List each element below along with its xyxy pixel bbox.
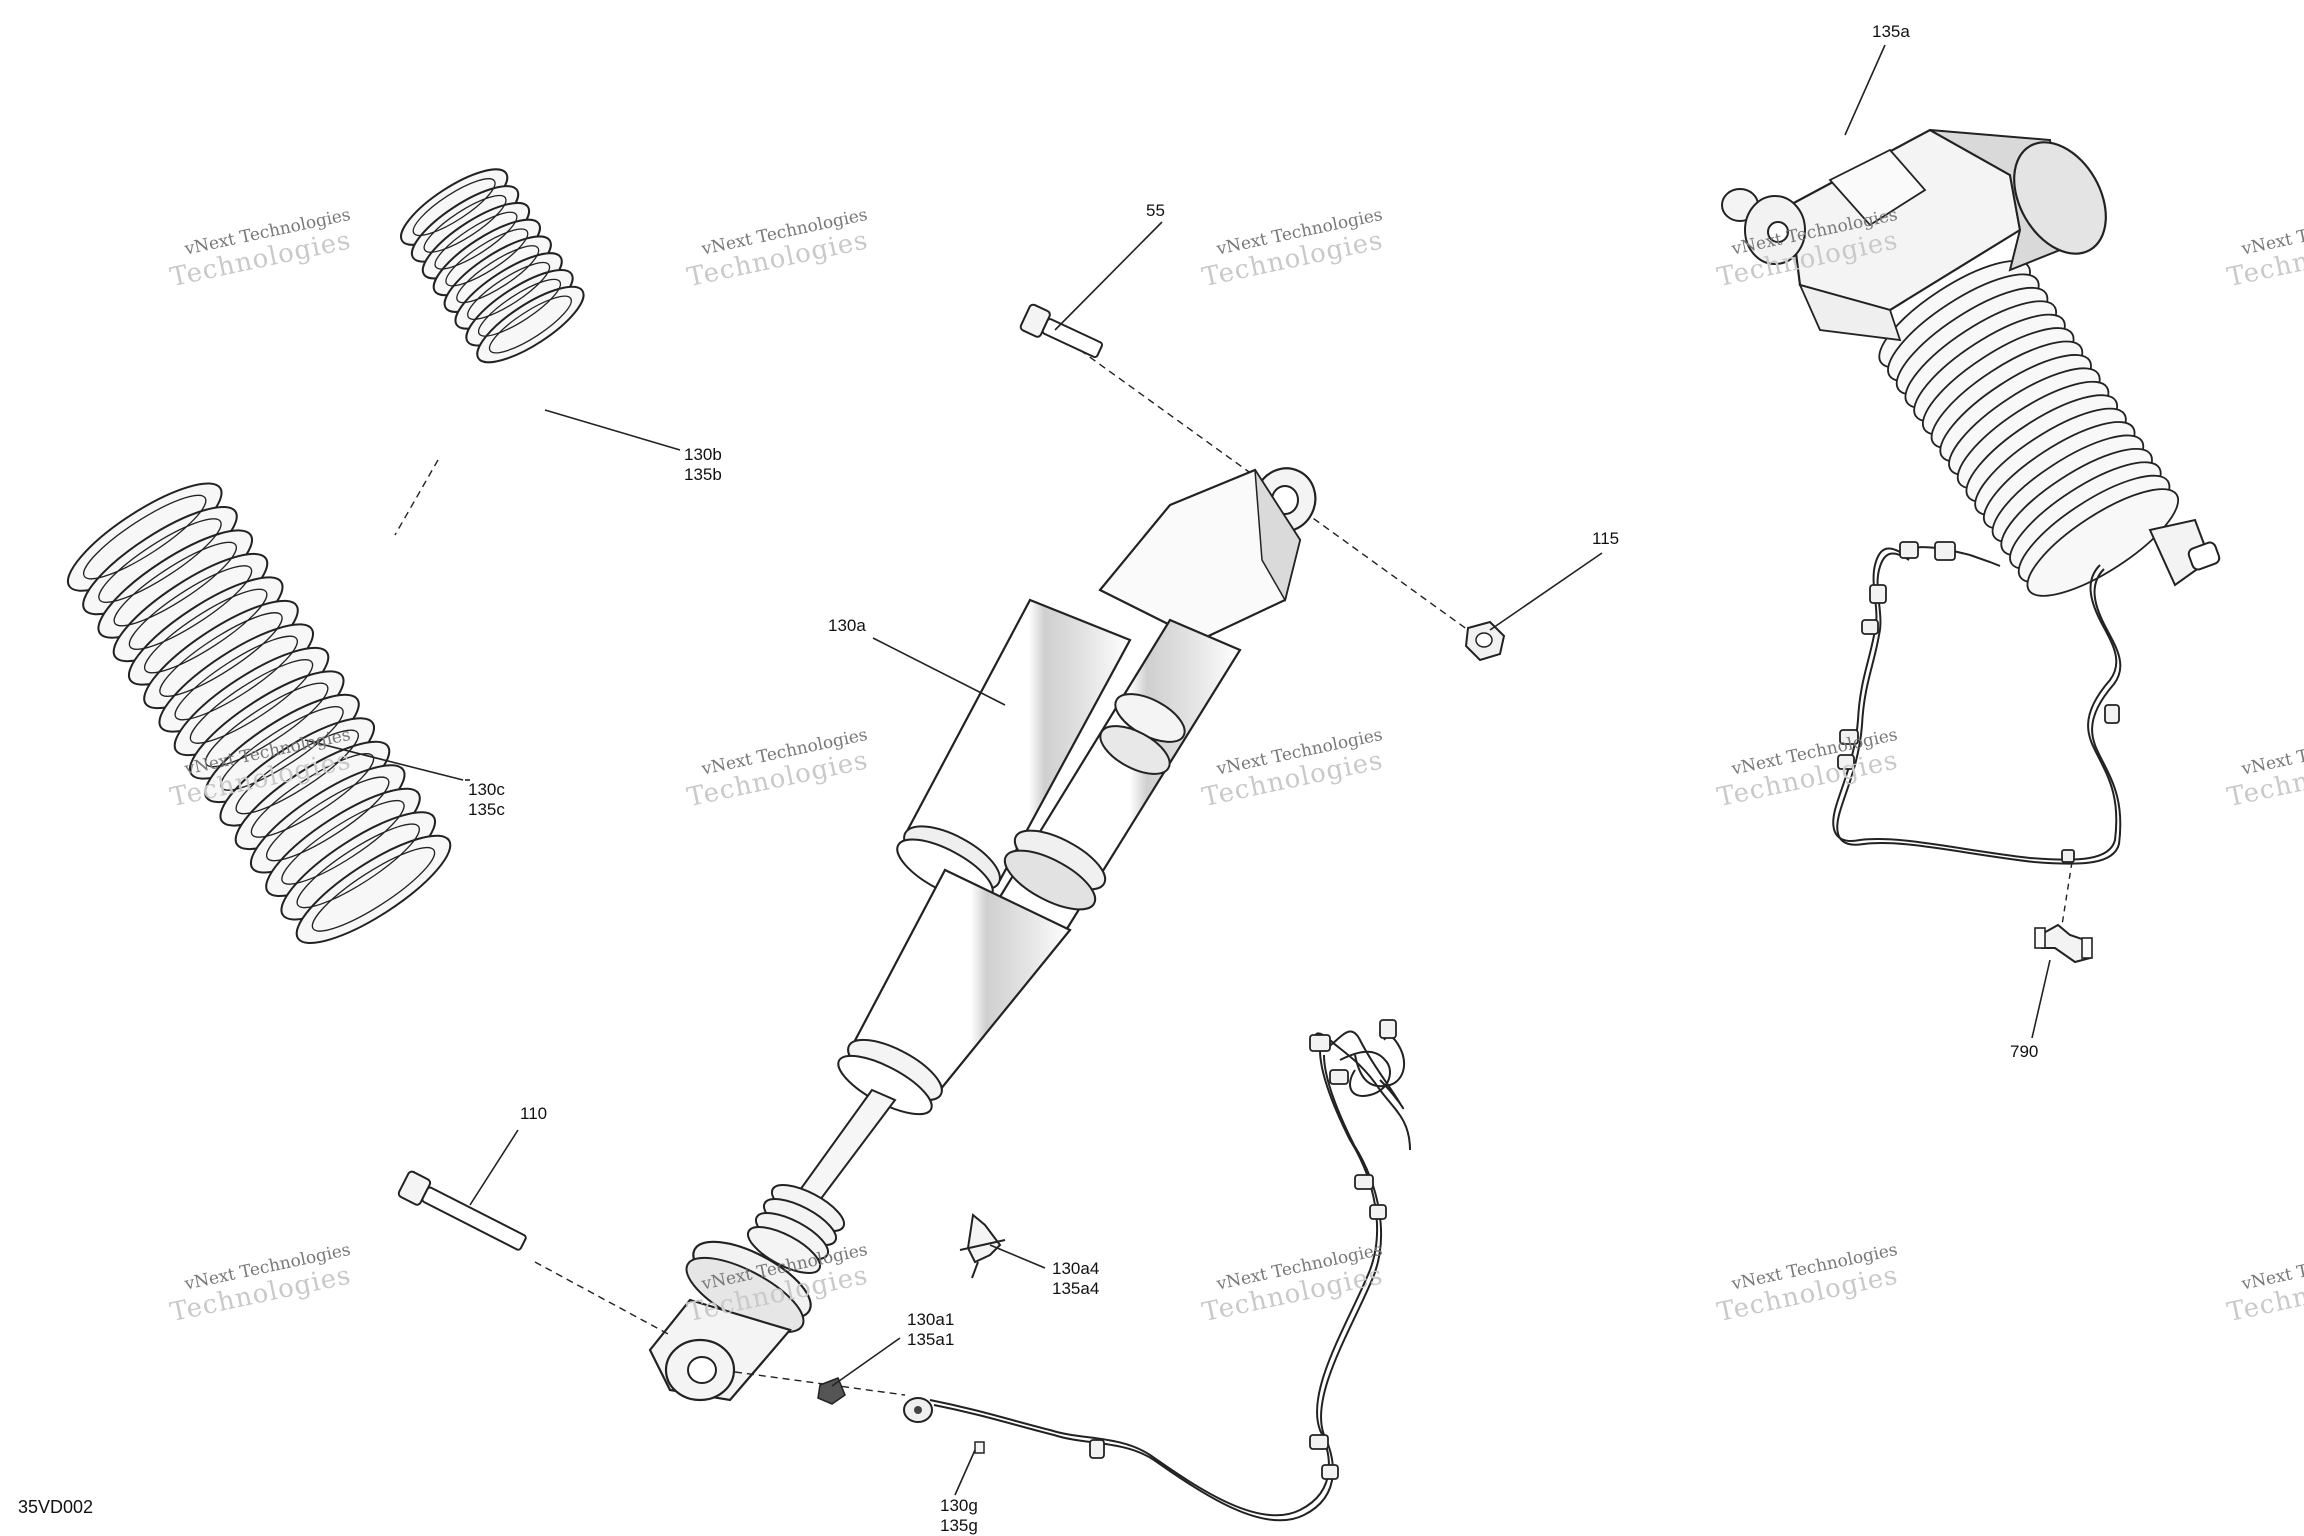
- callout-130c-135c: 130c 135c: [468, 780, 505, 820]
- harness-connectors-center: [1089, 1019, 1397, 1480]
- callout-110: 110: [520, 1104, 548, 1123]
- spring-upper: [400, 168, 585, 364]
- callout-130g-135g: 130g 135g: [940, 1496, 978, 1536]
- clip-130a4: [959, 1213, 1006, 1279]
- diagram-id: 35VD002: [18, 1497, 94, 1517]
- sensor-axis: [734, 1371, 906, 1396]
- callout-130a: 130a: [828, 616, 866, 635]
- callout-135a: 135a: [1872, 22, 1910, 41]
- callout-55: 55: [1146, 201, 1165, 220]
- spring-lower: [66, 482, 452, 944]
- sensor-130a1: [817, 1377, 933, 1423]
- callout-135a4: 135a4: [1052, 1279, 1100, 1298]
- callout-790: 790: [2010, 1042, 2039, 1061]
- callout-130g: 130g: [940, 1496, 978, 1515]
- callout-135b: 135b: [684, 465, 722, 484]
- shock-absorber-130a: [648, 467, 1317, 1402]
- clip-790: [2034, 923, 2093, 964]
- callout-130a4: 130a4: [1052, 1259, 1100, 1278]
- wire-harness-center: [929, 1030, 1411, 1522]
- nut-115: [1464, 620, 1506, 662]
- callout-115: 115: [1592, 529, 1620, 548]
- bolt-55: [1019, 303, 1104, 359]
- harness-connectors-right: [1837, 541, 2120, 863]
- upper-mount-axis: [1079, 349, 1469, 631]
- fitting-130g: [974, 1441, 985, 1454]
- spring-alignment-line: [394, 459, 439, 536]
- callout-130a4-135a4: 130a4 135a4: [1052, 1259, 1099, 1299]
- lower-mount-axis: [534, 1261, 671, 1336]
- leader-lines: [304, 44, 2051, 1496]
- callout-130a1: 130a1: [907, 1310, 955, 1329]
- callout-135g: 135g: [940, 1516, 978, 1535]
- callout-135a1: 135a1: [907, 1330, 955, 1349]
- clip-790-axis: [2061, 861, 2073, 926]
- callout-130a1-135a1: 130a1 135a1: [907, 1310, 954, 1350]
- callout-130b: 130b: [684, 445, 722, 464]
- bolt-110: [397, 1170, 527, 1251]
- callout-130b-135b: 130b 135b: [684, 445, 722, 485]
- callout-130c: 130c: [468, 780, 505, 799]
- callout-135c: 135c: [468, 800, 505, 819]
- shock-absorber-135a: [1721, 128, 2221, 597]
